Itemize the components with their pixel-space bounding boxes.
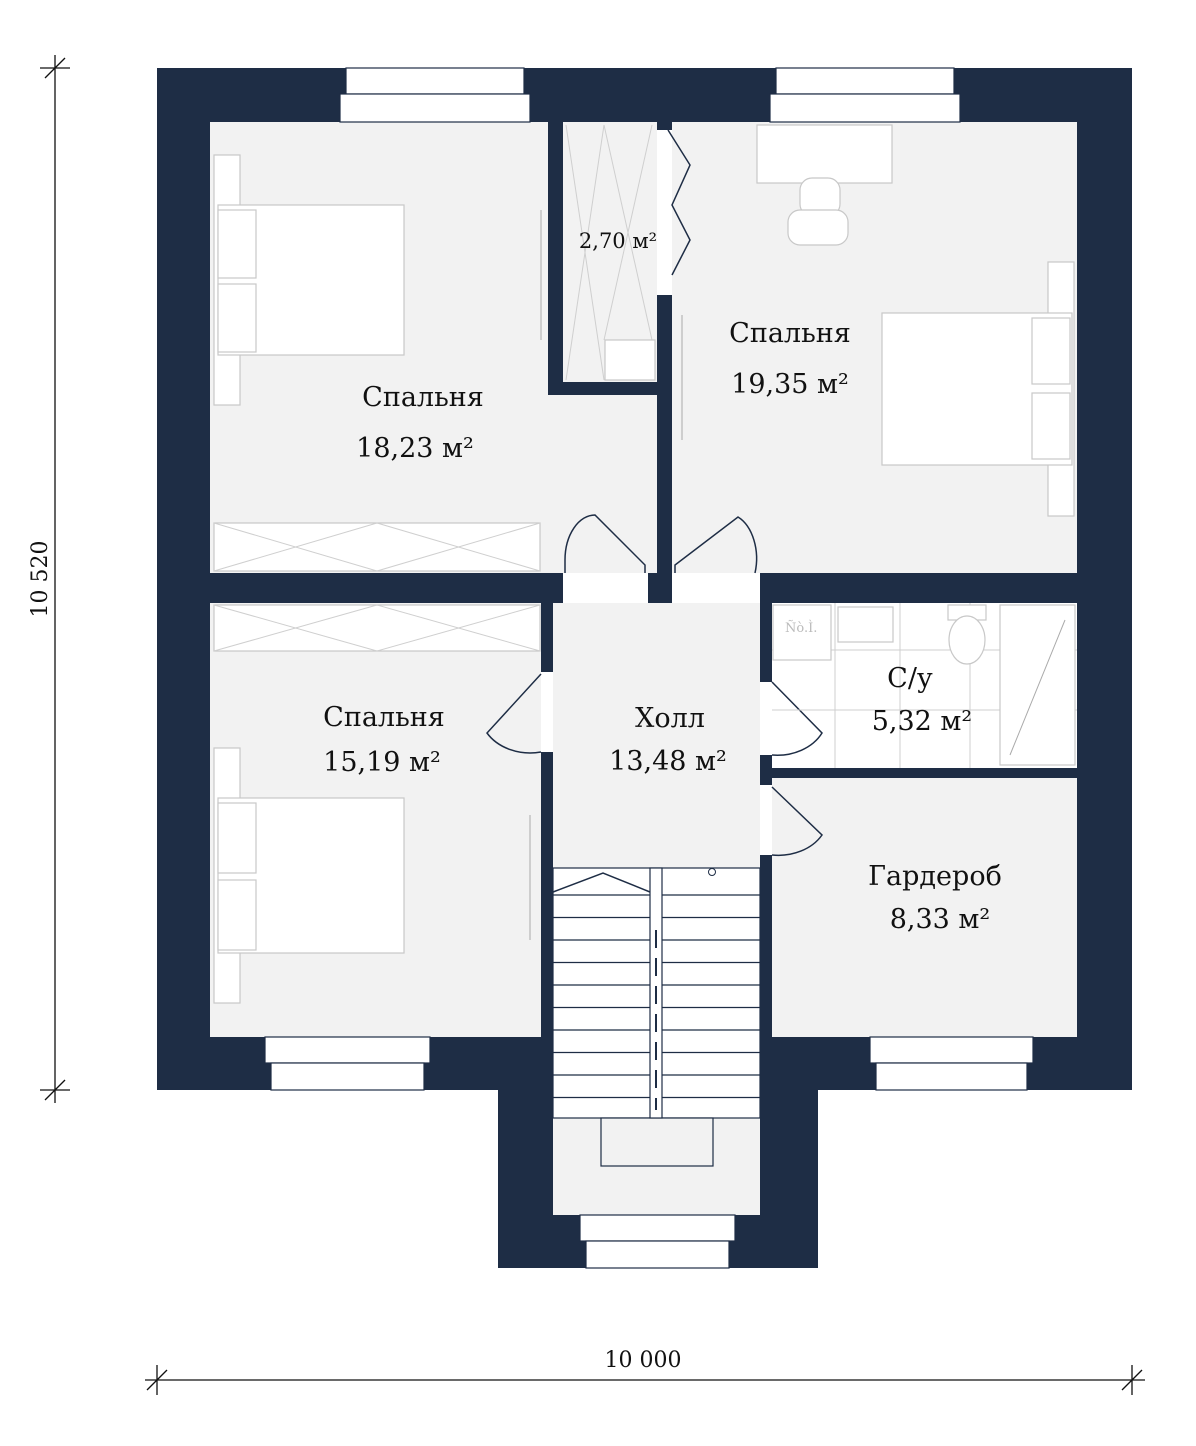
- dimension-lines: 10 520 10 000: [28, 55, 1145, 1395]
- height-dimension: 10 520: [28, 541, 53, 618]
- room-area: 19,35 м²: [731, 369, 849, 400]
- staircase: [552, 867, 761, 1167]
- room-area: 8,33 м²: [890, 904, 991, 935]
- room-name: Спальня: [323, 702, 445, 733]
- doors: [486, 129, 823, 857]
- room-area: 5,32 м²: [872, 706, 973, 737]
- room-area: 13,48 м²: [609, 746, 727, 777]
- furniture: Ñò.Ì.: [213, 124, 1077, 1004]
- room-name: Спальня: [729, 318, 851, 349]
- room-name: Гардероб: [868, 861, 1002, 892]
- width-dimension: 10 000: [605, 1348, 682, 1373]
- room-name: Спальня: [362, 382, 484, 413]
- room-area: 18,23 м²: [356, 433, 474, 464]
- room-name: Холл: [635, 703, 705, 734]
- room-name: С/у: [887, 663, 933, 694]
- windows: [264, 67, 1034, 1269]
- room-area: 15,19 м²: [323, 747, 441, 778]
- interior-walls: [210, 122, 1077, 1037]
- room-labels: Спальня 18,23 м² Спальня 19,35 м² Спальн…: [323, 229, 1002, 935]
- room-area: 2,70 м²: [579, 229, 657, 253]
- washing-machine-label: Ñò.Ì.: [785, 620, 817, 636]
